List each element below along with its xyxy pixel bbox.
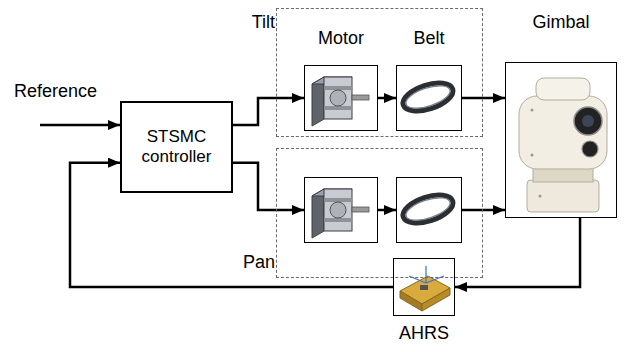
gimbal-camera-picture: [519, 78, 607, 212]
node-label: Belt: [377, 28, 481, 50]
motor-box: Motor: [304, 65, 378, 131]
ahrs-sensor-picture: [400, 291, 422, 311]
reference-arrow: [40, 124, 120, 127]
node-label: Gimbal: [486, 12, 632, 34]
gimbal-camera-picture: [531, 154, 534, 157]
sensor-box: AHRS: [393, 258, 455, 316]
signal-arrow: [233, 163, 304, 210]
belt-box: [396, 177, 462, 243]
ahrs-sensor-picture: [420, 285, 428, 290]
gimbal-camera-picture: [527, 180, 599, 212]
signal-arrow: [233, 98, 304, 125]
signal-label: Reference: [14, 81, 97, 103]
gimbal-camera-picture: [519, 96, 607, 169]
motor-box: [304, 177, 378, 243]
controller-box: STSMC controller: [120, 101, 233, 193]
gimbal-camera-picture: [539, 195, 542, 198]
gimbal-camera-picture: [582, 141, 598, 157]
node-label: Pan: [243, 252, 275, 274]
belt-box: Belt: [396, 65, 462, 131]
node-label: Tilt: [252, 12, 275, 34]
stepper-motor-picture: [312, 189, 369, 238]
gimbal-camera-picture: [582, 115, 594, 127]
node-label: AHRS: [374, 323, 474, 345]
ahrs-sensor-picture: [400, 266, 450, 311]
signal-arrow: [462, 209, 505, 212]
signal-arrow: [462, 97, 505, 100]
belt-picture: [400, 190, 457, 229]
signal-arrow: [378, 97, 396, 100]
stepper-motor-picture: [312, 77, 369, 126]
node-label: Motor: [285, 28, 397, 50]
ahrs-sensor-picture: [425, 266, 426, 283]
signal-arrow: [378, 209, 396, 212]
gimbal-camera-picture: [531, 109, 534, 112]
gimbal-camera-picture: [536, 78, 590, 100]
ahrs-sensor-picture: [422, 288, 450, 311]
signal-arrow: [455, 218, 580, 287]
belt-picture: [400, 78, 457, 117]
node-label: STSMC controller: [128, 127, 225, 168]
gimbal-box: Gimbal: [505, 62, 617, 218]
actuator-group: MotorBeltTilt: [276, 8, 483, 137]
gimbal-camera-picture: [574, 107, 602, 135]
